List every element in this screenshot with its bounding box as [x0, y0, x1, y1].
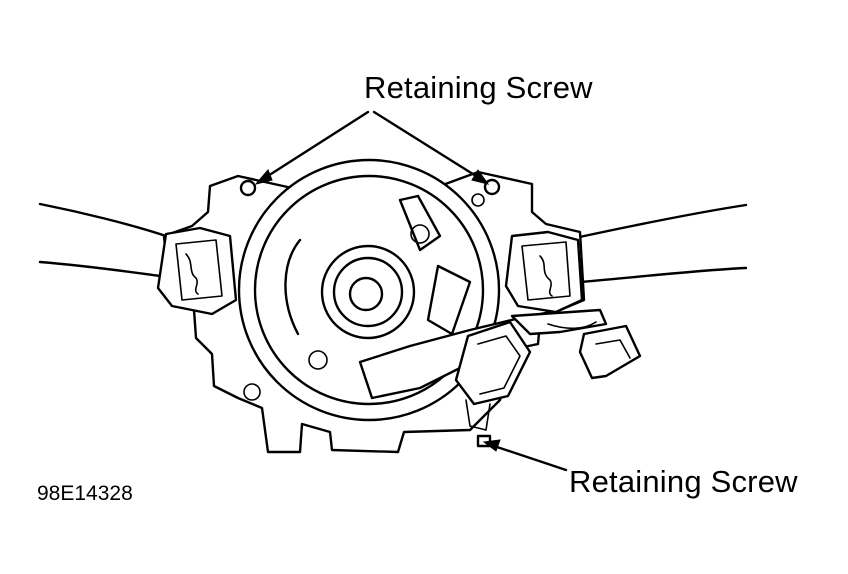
left-stalk [38, 202, 168, 278]
leader-line-bottom [482, 439, 568, 472]
connector-block [454, 320, 532, 431]
left-pod [156, 226, 238, 316]
right-stalk [573, 203, 748, 284]
retaining-screw-top-left [239, 179, 257, 197]
mount-hole-right [471, 193, 485, 207]
figure-id: 98E14328 [37, 482, 133, 505]
right-pod [504, 230, 584, 314]
mount-hole-left [243, 383, 261, 401]
retaining-screw-label-top: Retaining Screw [364, 70, 593, 105]
leader-line-top-left [254, 110, 370, 185]
retaining-screw-label-bottom: Retaining Screw [569, 464, 798, 499]
retaining-screw-top-right [483, 178, 501, 196]
leader-line-top-right [372, 110, 490, 185]
center-hub [320, 244, 416, 340]
